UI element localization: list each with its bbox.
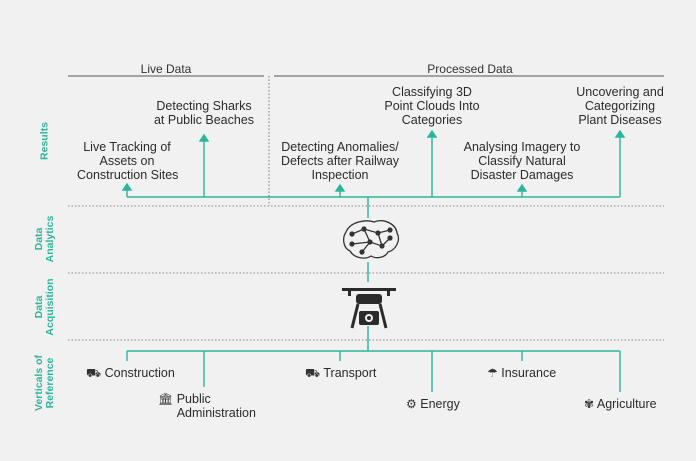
vertical-transport: ⛟ Transport [305,366,377,380]
row-label-data-acquisition: Data Acquisition [33,278,56,336]
truck-icon: ⛟ [305,366,321,380]
live-data-header: Live Data [140,62,192,76]
result-live-tracking-assets: Live Tracking of Assets on Construction … [77,140,179,182]
excavator-icon: ⛟ [86,366,102,380]
row-label-results: Results [38,122,51,160]
brain-network-icon [343,220,400,259]
government-building-icon: 🏛 [158,392,174,406]
gear-icon: ⚙ [406,397,417,411]
result-detecting-sharks: Detecting Sharks at Public Beaches [153,99,255,127]
vertical-insurance: ☂ Insurance [487,366,557,380]
wheat-icon: ✾ [584,397,595,411]
verticals-stems [126,351,621,392]
drone-camera-icon [342,288,396,329]
result-classifying-point-clouds: Classifying 3D Point Clouds Into Categor… [384,85,480,127]
result-plant-diseases: Uncovering and Categorizing Plant Diseas… [576,85,664,127]
result-analysing-disaster-imagery: Analysing Imagery to Classify Natural Di… [463,140,581,182]
vertical-agriculture: ✾ Agriculture [584,397,657,411]
vertical-construction: ⛟ Construction [86,366,175,380]
umbrella-icon: ☂ [487,366,498,380]
result-detecting-anomalies: Detecting Anomalies/ Defects after Railw… [280,140,400,182]
vertical-energy: ⚙ Energy [406,397,460,411]
row-label-verticals-of-reference: Verticals of Reference [33,354,56,412]
vertical-public-administration: 🏛 Public Administration [158,392,256,420]
row-label-data-analytics: Data Analytics [33,215,56,263]
processed-data-header: Processed Data [427,62,513,76]
results-arrows [121,129,626,197]
